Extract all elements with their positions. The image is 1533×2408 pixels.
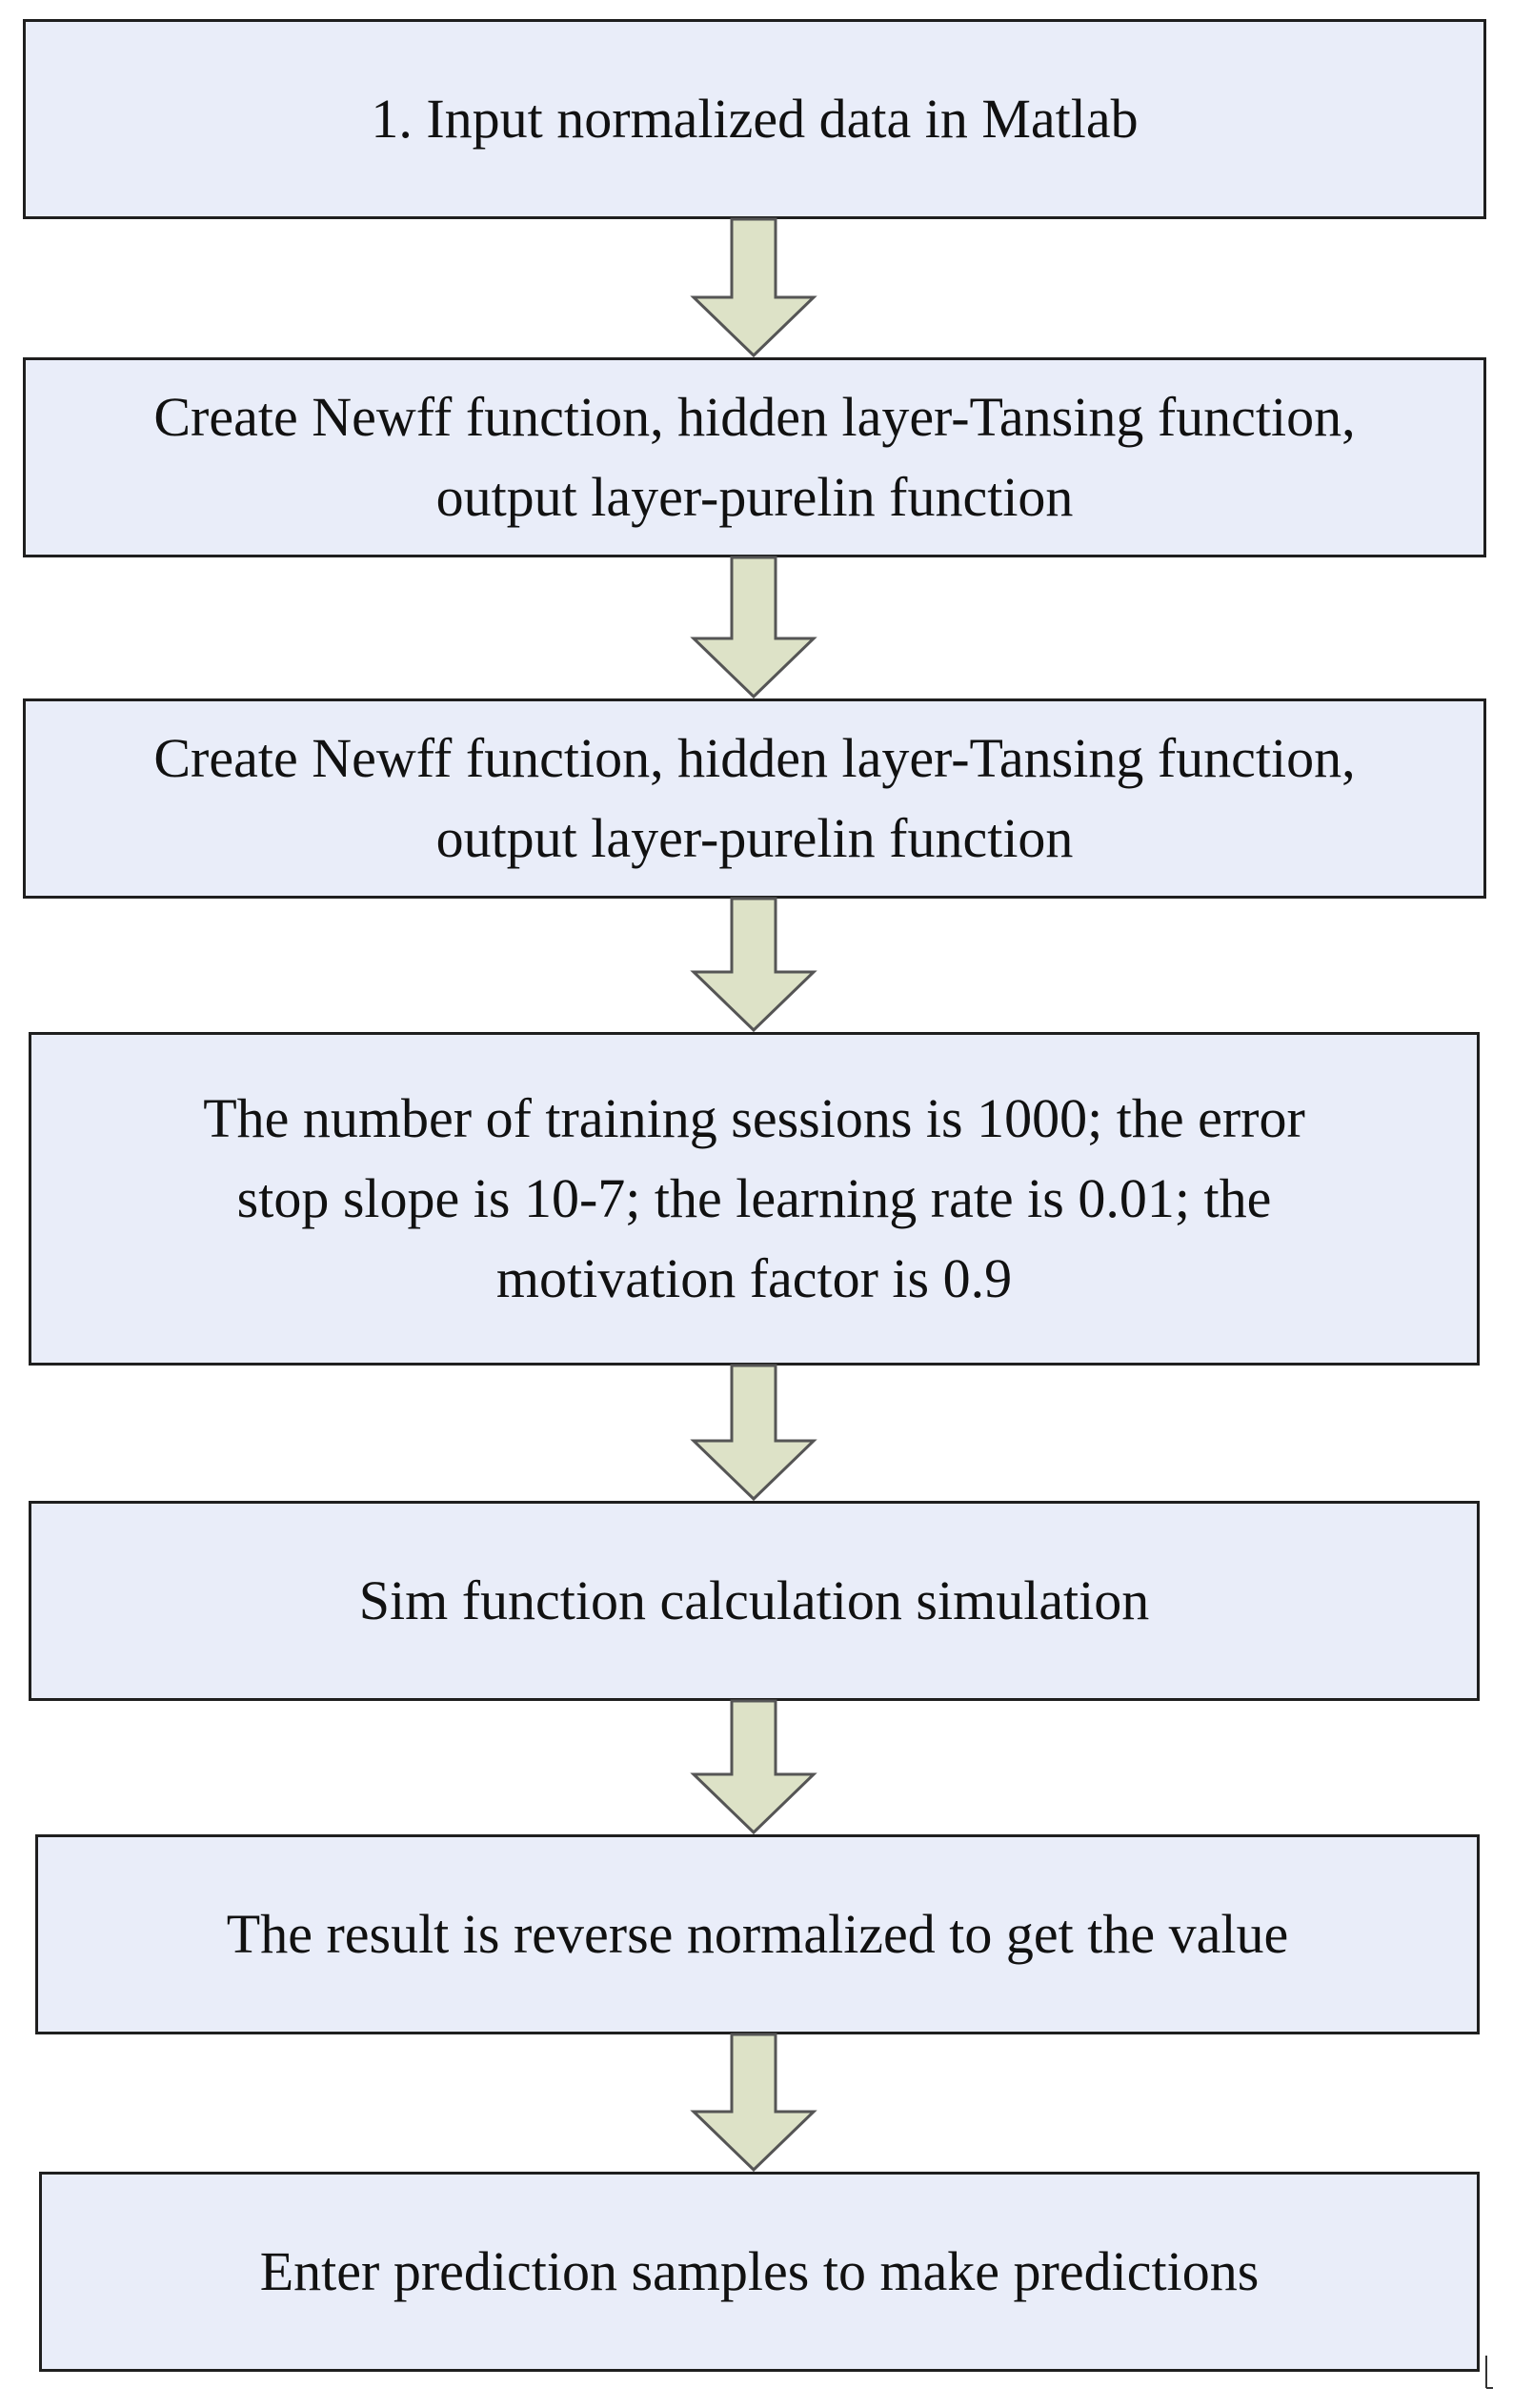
step-input-data-label: 1. Input normalized data in Matlab <box>371 87 1139 150</box>
step-create-newff-2: Create Newff function, hidden layer-Tans… <box>23 698 1486 899</box>
step-reverse-normalize: The result is reverse normalized to get … <box>35 1834 1480 2034</box>
step-create-newff-1: Create Newff function, hidden layer-Tans… <box>23 357 1486 557</box>
step-sim-function-label: Sim function calculation simulation <box>358 1568 1150 1631</box>
step-input-data: 1. Input normalized data in Matlab <box>23 19 1486 219</box>
step-enter-prediction-samples-label: Enter prediction samples to make predict… <box>259 2239 1260 2302</box>
down-arrow-5 <box>690 1699 817 1835</box>
down-arrow-2 <box>690 556 817 699</box>
step-create-newff-1-label: Create Newff function, hidden layer-Tans… <box>153 385 1356 528</box>
down-arrow-3 <box>690 897 817 1033</box>
step-sim-function: Sim function calculation simulation <box>29 1501 1480 1701</box>
step-create-newff-2-label: Create Newff function, hidden layer-Tans… <box>153 726 1356 869</box>
step-reverse-normalize-label: The result is reverse normalized to get … <box>226 1902 1289 1965</box>
down-arrow-4 <box>690 1364 817 1502</box>
down-arrow-6 <box>690 2033 817 2173</box>
step-training-parameters-label: The number of training sessions is 1000;… <box>203 1086 1305 1310</box>
step-enter-prediction-samples: Enter prediction samples to make predict… <box>39 2172 1480 2372</box>
step-training-parameters: The number of training sessions is 1000;… <box>29 1032 1480 1366</box>
text-cursor-mark <box>1485 2356 1493 2389</box>
down-arrow-1 <box>690 217 817 358</box>
